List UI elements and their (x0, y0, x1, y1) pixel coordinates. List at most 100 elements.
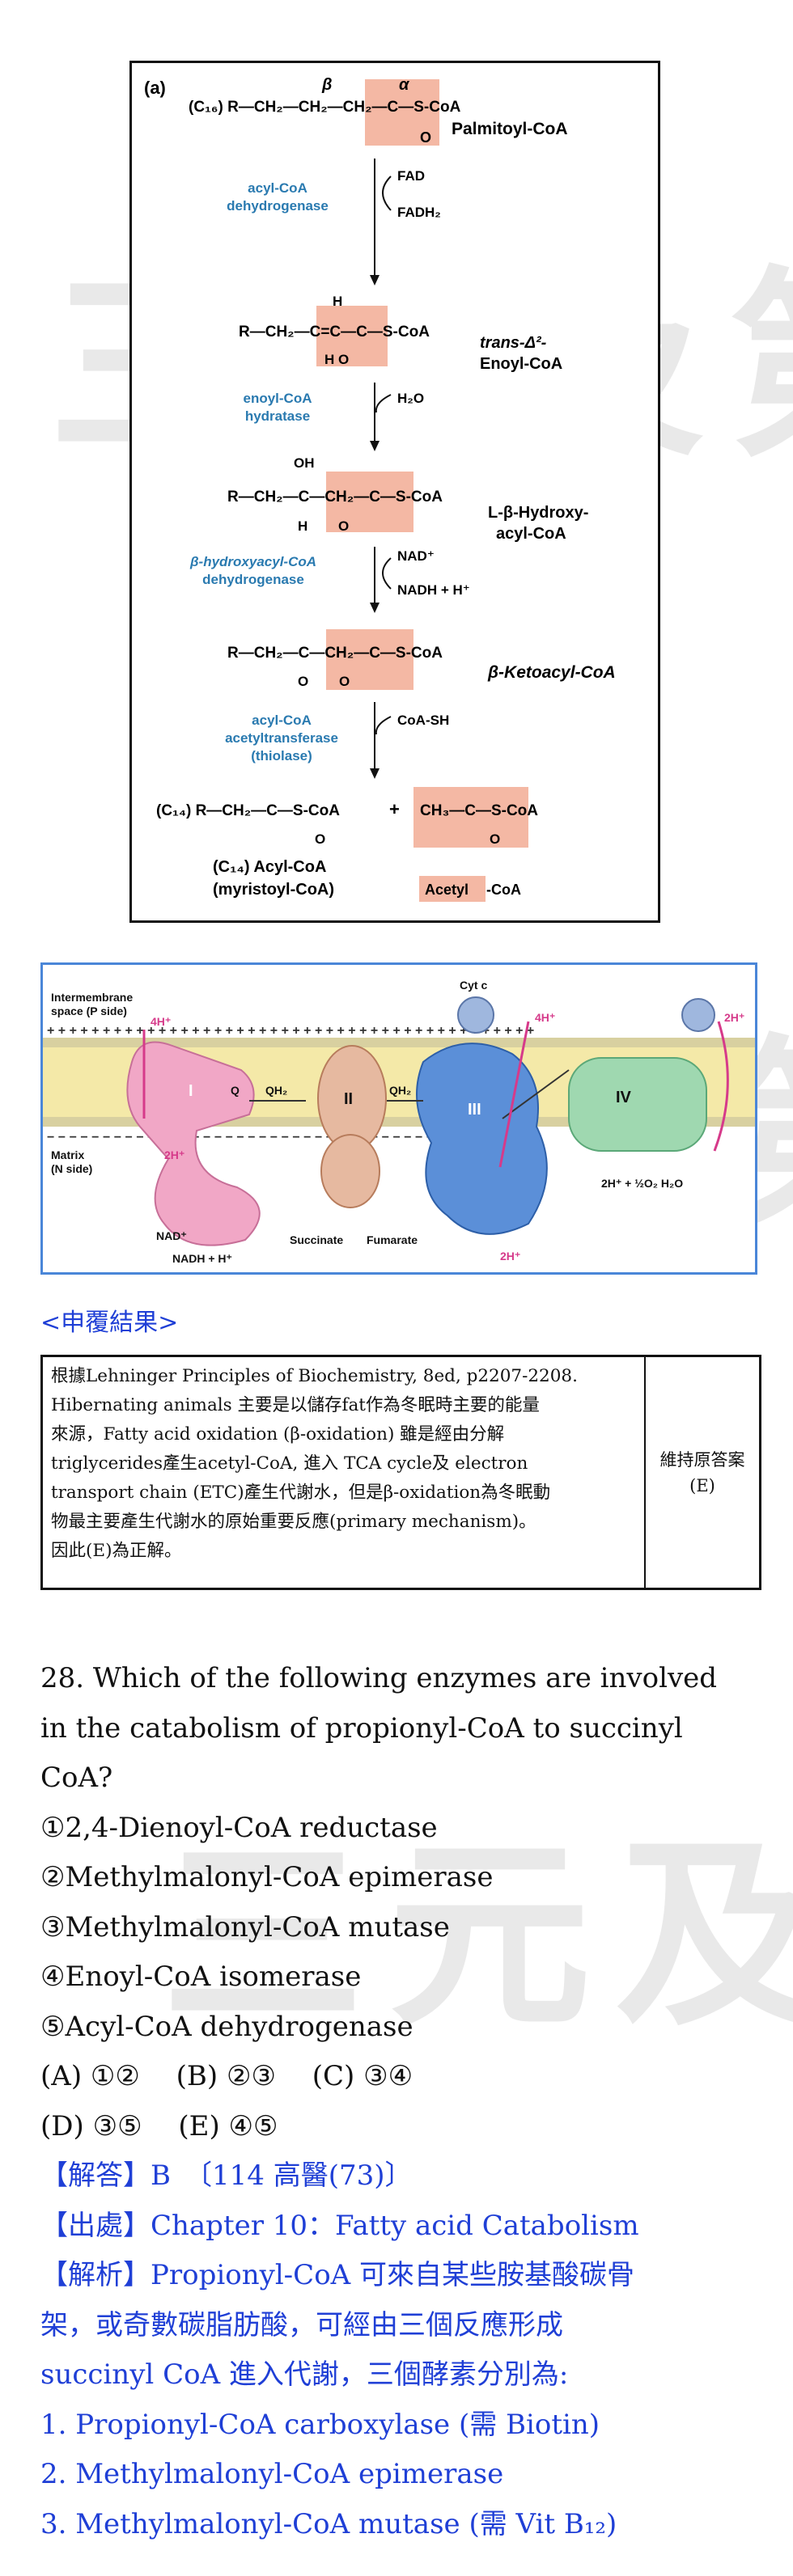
electron-transport-chain-figure: + + + + + + + + + + + + + + + + + + + + … (40, 962, 757, 1275)
enoyl-chain: R—CH₂—C=C—C—S-CoA (239, 324, 430, 341)
review-heading: <申覆結果> (40, 1309, 179, 1337)
complex-iii-label: III (468, 1101, 481, 1119)
ketoacyl-chain: R—CH₂—C—CH₂—C—S-CoA (227, 645, 443, 662)
h4-left-label: 4H⁺ (151, 1015, 171, 1028)
analysis-line: 【解析】Propionyl-CoA 可來自某些胺基酸碳骨 (40, 2259, 635, 2291)
hydroxy-bottom: H O (298, 518, 349, 534)
acyl-product-name-2: (myristoyl-CoA) (213, 881, 334, 899)
water-equation-label: 2H⁺ + ½O₂ H₂O (601, 1177, 683, 1190)
enzyme-2-line-2: hydratase (245, 408, 310, 424)
answer-line: 【解答】B 〔114 高醫(73)〕 (40, 2159, 413, 2192)
q-label: Q (231, 1084, 240, 1097)
qh2-label-1: QH₂ (265, 1084, 287, 1097)
analysis-line: 1. Propionyl-CoA carboxylase (需 Biotin) (40, 2408, 600, 2441)
enoyl-name-2: Enoyl-CoA (480, 355, 562, 373)
hydroxy-chain: R—CH₂—C—CH₂—C—S-CoA (227, 489, 443, 505)
review-line: Hibernating animals 主要是以儲存fat作為冬眠時主要的能量 (51, 1395, 540, 1415)
question-stem-line: 28. Which of the following enzymes are i… (40, 1662, 718, 1694)
question-item: ③Methylmalonyl-CoA mutase (40, 1910, 450, 1944)
acyl-product-o: O (315, 831, 325, 847)
review-line: transport chain (ETC)產生代謝水，但是β-oxidation… (51, 1483, 551, 1503)
question-stem-line: CoA? (40, 1762, 113, 1794)
cofactor-nad: NAD⁺ (397, 548, 435, 564)
question-options-row: (D) ③⑤ (E) ④⑤ (40, 2109, 278, 2142)
question-item: ④Enoyl-CoA isomerase (40, 1961, 362, 1993)
palmitoyl-chain: (C₁₆) R—CH₂—CH₂—CH₂—C—S-CoA (189, 99, 461, 116)
question-stem-line: in the catabolism of propionyl-CoA to su… (40, 1711, 683, 1745)
review-verdict-cell: 維持原答案 (E) (646, 1357, 759, 1588)
h2-mid-label: 2H⁺ (500, 1250, 520, 1263)
cofactor-h2o: H₂O (397, 391, 424, 406)
complex-iv-label: IV (616, 1089, 632, 1106)
qh2-label-2: QH₂ (389, 1084, 411, 1097)
hydroxy-name-2: acyl-CoA (496, 525, 566, 543)
nad-label: NAD⁺ (156, 1229, 187, 1242)
carbonyl-o: O (420, 129, 431, 146)
enzyme-3-line-2: dehydrogenase (202, 572, 304, 587)
acetyl-product-chain: CH₃—C—S-CoA (420, 802, 538, 819)
acetyl-name-rest: -CoA (486, 882, 521, 898)
question-item: ②Methylmalonyl-CoA epimerase (40, 1861, 494, 1893)
nadh-label: NADH + H⁺ (172, 1252, 232, 1265)
cofactor-coash: CoA-SH (397, 713, 449, 728)
alpha-label: α (399, 76, 410, 94)
enzyme-4-line-3: (thiolase) (251, 748, 312, 763)
review-verdict-line: 維持原答案 (659, 1449, 745, 1470)
analysis-line: 架，或奇數碳脂肪酸，可經由三個反應形成 (40, 2308, 563, 2341)
question-block: 28. Which of the following enzymes are i… (40, 1654, 753, 2549)
acyl-product-name-1: (C₁₄) Acyl-CoA (213, 858, 326, 876)
palmitoyl-name: Palmitoyl-CoA (452, 120, 568, 138)
h4-mid-label: 4H⁺ (535, 1011, 555, 1024)
beta-oxidation-figure: (a) β α (C₁₆) R—CH₂—CH₂—CH₂—C—S-CoA O Pa… (129, 61, 660, 923)
matrix-label-2: (N side) (51, 1162, 92, 1175)
hydroxy-top: OH (294, 455, 315, 471)
fumarate-label: Fumarate (367, 1233, 418, 1246)
enoyl-top-h: H (333, 294, 342, 309)
question-item: ①2,4-Dienoyl-CoA reductase (40, 1811, 438, 1844)
matrix-label-1: Matrix (51, 1148, 84, 1161)
review-line: 物最主要產生代謝水的原始重要反應(primary mechanism)。 (51, 1512, 536, 1532)
acetyl-product-o: O (490, 831, 500, 847)
beta-label: β (321, 76, 332, 94)
complex-i-label: I (189, 1082, 193, 1100)
ketoacyl-name: β-Ketoacyl-CoA (487, 663, 616, 682)
enzyme-4-line-2: acetyltransferase (225, 730, 338, 746)
ims-label-2: space (P side) (51, 1005, 127, 1017)
cofactor-fad: FAD (397, 168, 425, 184)
review-line: 因此(E)為正解。 (51, 1541, 182, 1561)
acyl-product-chain: (C₁₄) R—CH₂—C—S-CoA (156, 802, 340, 819)
enoyl-name-1: trans-Δ²- (480, 334, 547, 352)
review-verdict-answer: (E) (689, 1475, 715, 1495)
ketoacyl-bottom: O O (298, 674, 350, 689)
review-line: triglycerides產生acetyl-CoA, 進入 TCA cycle及… (51, 1453, 528, 1474)
review-line: 來源，Fatty acid oxidation (β-oxidation) 雖是… (51, 1424, 505, 1445)
svg-text:+ + + + + + + + + + + + + + +: + + + + + + + + + + + + + + + + + + + + … (47, 1024, 534, 1038)
cytc-label: Cyt c (460, 979, 487, 992)
enzyme-1-line-2: dehydrogenase (227, 198, 329, 214)
plus-sign: + (389, 799, 400, 819)
enzyme-3-line-1: β-hydroxyacyl-CoA (189, 554, 316, 569)
source-line: 【出處】Chapter 10：Fatty acid Catabolism (40, 2209, 639, 2242)
question-item: ⑤Acyl-CoA dehydrogenase (40, 2010, 413, 2043)
analysis-line: 3. Methylmalonyl-CoA mutase (需 Vit B₁₂) (40, 2507, 617, 2540)
analysis-line: succinyl CoA 進入代謝，三個酵素分別為: (40, 2358, 569, 2391)
h2-left-label: 2H⁺ (164, 1148, 184, 1161)
enzyme-1-line-1: acyl-CoA (248, 180, 307, 196)
hydroxy-name-1: L-β-Hydroxy- (488, 504, 588, 522)
h2-right-label: 2H⁺ (724, 1011, 744, 1024)
enoyl-bottom: H O (324, 352, 349, 367)
enzyme-4-line-1: acyl-CoA (252, 713, 312, 728)
enzyme-2-line-1: enoyl-CoA (244, 391, 312, 406)
succinate-label: Succinate (290, 1233, 343, 1246)
question-options-row: (A) ①② (B) ②③ (C) ③④ (40, 2060, 413, 2092)
review-explanation-cell: 根據Lehninger Principles of Biochemistry, … (43, 1357, 646, 1588)
panel-label: (a) (144, 78, 166, 98)
cofactor-fadh2: FADH₂ (397, 205, 441, 220)
review-line: 根據Lehninger Principles of Biochemistry, … (51, 1366, 578, 1386)
ims-label-1: Intermembrane (51, 991, 133, 1004)
acetyl-name-boxed: Acetyl (425, 882, 469, 898)
analysis-line: 2. Methylmalonyl-CoA epimerase (40, 2458, 504, 2490)
review-table: 根據Lehninger Principles of Biochemistry, … (40, 1355, 761, 1590)
cofactor-nadh: NADH + H⁺ (397, 582, 470, 598)
complex-ii-label: II (344, 1090, 353, 1108)
